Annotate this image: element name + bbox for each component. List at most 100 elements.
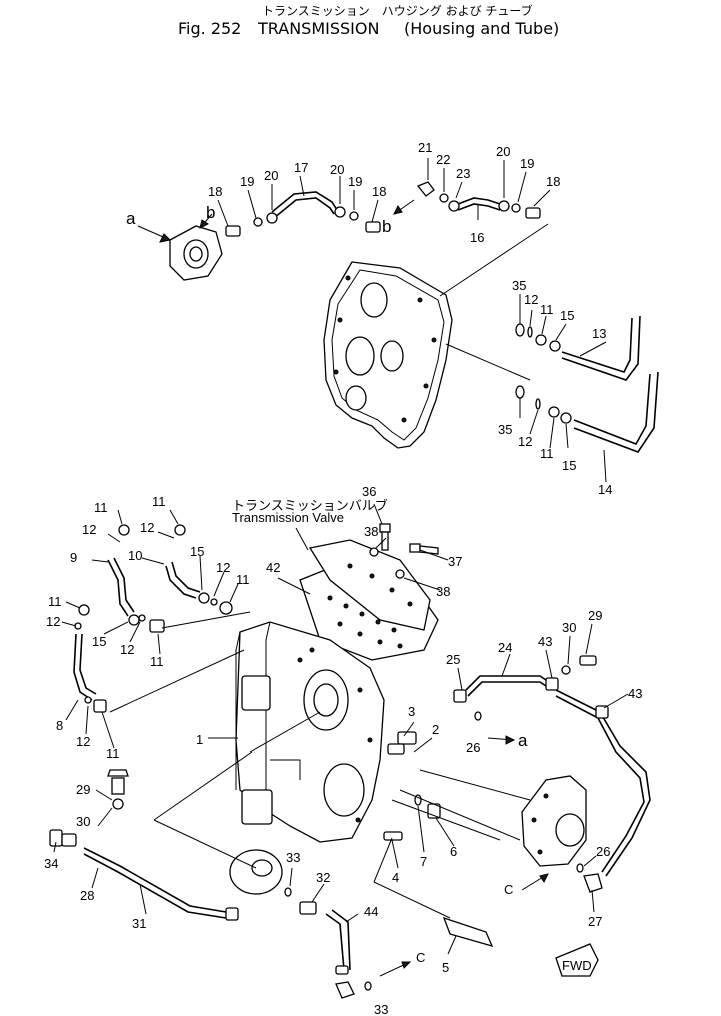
callout-20c: 20 [496,144,510,159]
callout-35a: 35 [512,278,526,293]
callout-23: 23 [456,166,470,181]
tube-14 [573,371,659,453]
callout-30a: 30 [562,620,576,635]
callout-12a: 12 [524,292,538,307]
header: トランスミッション ハウジング および チューブ Fig. 252 TRANSM… [178,3,559,38]
right-fittings [453,655,609,893]
page-subtitle: (Housing and Tube) [404,19,559,38]
callout-37: 37 [448,554,462,569]
callout-9: 9 [70,550,77,565]
reference-arrows [137,199,549,977]
ref-a-upper: a [126,209,136,228]
callout-11g: 11 [150,654,164,669]
callout-7: 7 [420,854,427,869]
callout-28: 28 [80,888,94,903]
callout-17: 17 [294,160,308,175]
callout-12f: 12 [46,614,60,629]
valve-label-japanese: トランスミッションバルブ [232,498,388,513]
callout-29a: 29 [588,608,602,623]
callout-35b: 35 [498,422,512,437]
callout-25: 25 [446,652,460,667]
callout-11e: 11 [236,572,250,587]
callout-6: 6 [450,844,457,859]
tube-13 [561,315,641,381]
valve-holes [327,563,413,649]
tube-17 [271,191,338,219]
callout-16: 16 [470,230,484,245]
callout-11h: 11 [106,746,120,761]
callout-10: 10 [128,548,142,563]
callout-26a: 26 [466,740,480,755]
callout-4: 4 [392,870,399,885]
callout-32a: 32 [316,870,330,885]
callout-29b: 29 [76,782,90,797]
callout-5: 5 [442,960,449,975]
leader-lines [53,158,629,955]
main-housing [235,621,385,843]
callout-42: 42 [266,560,280,575]
page-title: TRANSMISSION [257,19,379,38]
callout-26b: 26 [596,844,610,859]
part-5-gauge [442,916,494,948]
right-seals [515,323,572,424]
callout-33b: 33 [374,1002,388,1016]
upper-housing-cover [323,261,453,449]
callout-15c: 15 [190,544,204,559]
callout-38a: 38 [364,524,378,539]
callout-18a: 18 [208,184,222,199]
callout-36: 36 [362,484,376,499]
callout-3: 3 [408,704,415,719]
valve-label-english: Transmission Valve [232,510,344,525]
callout-18c: 18 [546,174,560,189]
callout-19c: 19 [520,156,534,171]
callout-12c: 12 [82,522,96,537]
callout-20a: 20 [264,168,278,183]
ref-c-right: C [504,882,513,897]
housing-fittings [383,731,441,841]
callout-19b: 19 [348,174,362,189]
fwd-marker: FWD [555,943,599,977]
callout-11b: 11 [540,446,554,461]
ref-b-left: b [206,203,215,222]
callout-14: 14 [598,482,612,497]
callout-11c: 11 [94,500,108,515]
callout-12b: 12 [518,434,532,449]
callout-44: 44 [364,904,378,919]
callout-43a: 43 [538,634,552,649]
pump-flange [521,775,587,867]
fig-number: Fig. 252 [178,19,241,38]
callout-1: 1 [196,732,203,747]
tube-16 [457,197,501,211]
tube-10 [165,561,201,599]
ref-c-bottom: C [416,950,425,965]
callout-15d: 15 [92,634,106,649]
callout-12e: 12 [216,560,230,575]
flange-adapter [169,225,223,281]
callout-22: 22 [436,152,450,167]
callout-18b: 18 [372,184,386,199]
callout-43b: 43 [628,686,642,701]
lower-fittings [49,769,317,921]
callout-15b: 15 [562,458,576,473]
tube-31 [83,847,227,919]
tube-24 [465,675,553,697]
callout-13: 13 [592,326,606,341]
callout-38b: 38 [436,584,450,599]
callout-21: 21 [418,140,432,155]
japanese-title: トランスミッション ハウジング および チューブ [262,3,533,18]
upper-fittings [225,181,541,237]
callout-19a: 19 [240,174,254,189]
callout-24: 24 [498,640,512,655]
cover-plate [229,849,283,895]
callout-15a: 15 [560,308,574,323]
callout-2: 2 [432,722,439,737]
callout-34: 34 [44,856,58,871]
fwd-label: FWD [562,958,592,973]
ref-b-right: b [382,217,391,236]
callout-12h: 12 [76,734,90,749]
transmission-valve: トランスミッションバルブ Transmission Valve [232,498,439,661]
callout-30b: 30 [76,814,90,829]
left-fittings [74,524,233,713]
callout-11a: 11 [540,302,554,317]
